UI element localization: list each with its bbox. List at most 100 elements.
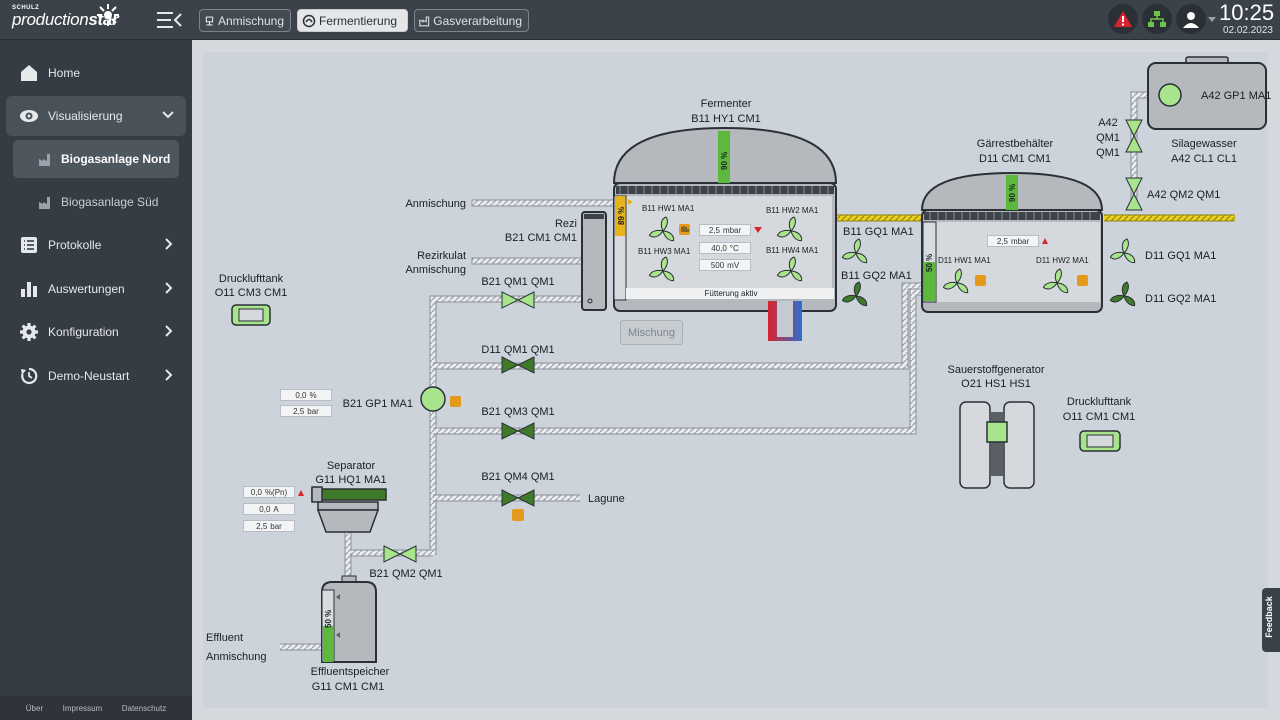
gaerrest-level-top: 90 % [1008, 184, 1017, 202]
anmischung-label: Anmischung [405, 198, 466, 210]
chevron-right-icon [165, 238, 173, 250]
sidebar-item-label: Konfiguration [48, 325, 119, 339]
valve-icon[interactable] [501, 489, 535, 507]
sidebar-item-demo-neustart[interactable]: Demo-Neustart [6, 356, 186, 396]
tab-label: Fermentierung [319, 13, 398, 28]
clock-date: 02.02.2023 [1222, 25, 1273, 36]
pump-b21-label: B21 GP1 MA1 [343, 398, 413, 410]
sauerstoff-label: Sauerstoffgenerator [947, 364, 1044, 376]
tab-gasverarbeitung[interactable]: Gasverarbeitung [414, 9, 529, 32]
tab-label: Anmischung [217, 13, 284, 28]
druckluft-left-id: O11 CM3 CM1 [215, 287, 288, 299]
tab-anmischung[interactable]: Anmischung [199, 9, 291, 32]
valve-label-b21-qm3: B21 QM3 QM1 [481, 406, 554, 418]
feedback-tab[interactable]: Feedback [1262, 588, 1280, 652]
effluentspeicher-label: Effluentspeicher [311, 666, 390, 678]
sauerstoff-id: O21 HS1 HS1 [961, 378, 1031, 390]
silage-title: Silagewasser [1171, 138, 1237, 150]
sidebar: Home Visualisierung Biogasanlage Nord Bi… [0, 40, 192, 720]
druckluft-right-id: O11 CM1 CM1 [1063, 411, 1136, 423]
valve-label-a42-qm2: A42 QM2 QM1 [1147, 189, 1220, 201]
separator-label: Separator [327, 460, 376, 472]
gaerrest-id: D11 CM1 CM1 [979, 153, 1051, 165]
user-icon [1183, 12, 1199, 28]
fermenter-temp-readout: 40,0°C [699, 242, 751, 254]
valve-label-b21-qm2: B21 QM2 QM1 [369, 568, 442, 580]
valve-icon[interactable] [1125, 177, 1143, 211]
fan-label-d11-gq2: D11 GQ2 MA1 [1145, 293, 1216, 305]
chevron-down-icon[interactable] [1208, 17, 1216, 22]
valve-label-a42-qm1-l2: QM1 [1096, 132, 1120, 144]
separator[interactable] [311, 486, 387, 533]
brand-small: SCHULZ [12, 5, 40, 11]
menu-collapse-icon[interactable] [156, 10, 182, 30]
hand-icon[interactable] [679, 224, 690, 235]
warning-icon [1114, 11, 1132, 27]
alarm-button[interactable] [1108, 4, 1138, 34]
hand-icon[interactable] [975, 275, 1088, 286]
lagune-label: Lagune [588, 493, 625, 505]
valve-label-a42-qm1-l1: A42 [1098, 117, 1118, 129]
pipe-rezirkulat [471, 257, 583, 265]
rezirkulat-label-2: Anmischung [405, 264, 466, 276]
footer-link-ueber[interactable]: Über [25, 703, 44, 713]
sidebar-item-label: Auswertungen [48, 282, 125, 296]
footer-link-datenschutz[interactable]: Datenschutz [121, 703, 167, 713]
top-bar: SCHULZ productionstar Anmischung Ferment… [0, 0, 1280, 40]
fermenter-status: Fütterung aktiv [705, 289, 758, 298]
effluent-label-2: Anmischung [206, 651, 267, 663]
network-icon [1148, 11, 1166, 27]
valve-icon[interactable] [501, 291, 535, 309]
sidebar-subitem-sued[interactable]: Biogasanlage Süd [13, 183, 179, 221]
sidebar-item-label: Demo-Neustart [48, 369, 130, 383]
sidebar-subitem-nord[interactable]: Biogasanlage Nord [13, 140, 179, 178]
tab-fermentierung[interactable]: Fermentierung [297, 9, 408, 32]
gaerrest-level-side: 50 % [925, 254, 934, 272]
chevron-right-icon [165, 369, 173, 381]
druckluft-right-label: Drucklufttank [1067, 396, 1132, 408]
silage-pump-label: A42 GP1 MA1 [1201, 90, 1271, 102]
hand-icon[interactable] [450, 396, 461, 407]
effluent-tank[interactable] [321, 575, 377, 663]
gaerrest-title: Gärrestbehälter [977, 138, 1054, 150]
hand-icon[interactable] [512, 509, 524, 521]
header-icons [1108, 4, 1206, 34]
chevron-right-icon [165, 325, 173, 337]
network-button[interactable] [1142, 4, 1172, 34]
chevron-right-icon [165, 282, 173, 294]
separator-pn-readout: 0,0%(Pn) [243, 486, 295, 498]
trend-up-icon [1042, 238, 1048, 244]
footer-link-impressum[interactable]: Impressum [62, 703, 103, 713]
valve-icon[interactable] [501, 356, 535, 374]
pump-b21[interactable] [420, 386, 446, 412]
valve-label-d11-qm1: D11 QM1 QM1 [481, 344, 554, 356]
sidebar-footer: Über Impressum Datenschutz [0, 696, 192, 720]
clock: 10:25 02.02.2023 [1219, 1, 1274, 37]
valve-label-b21-qm4: B21 QM4 QM1 [481, 471, 554, 483]
fermenter-level-left-text: 89 % [617, 207, 626, 225]
valve-icon[interactable] [501, 422, 535, 440]
valve-label-b21-qm1: B21 QM1 QM1 [481, 276, 554, 288]
sidebar-item-auswertungen[interactable]: Auswertungen [6, 269, 186, 309]
silage-tank[interactable] [1147, 56, 1267, 130]
valve-icon[interactable] [383, 545, 417, 563]
sidebar-item-konfiguration[interactable]: Konfiguration [6, 312, 186, 352]
rezi-tank[interactable] [581, 211, 607, 311]
mischung-button[interactable]: Mischung [620, 320, 683, 345]
sidebar-item-home[interactable]: Home [6, 53, 186, 93]
valve-icon[interactable] [1125, 119, 1143, 153]
fermenter-title: Fermenter [701, 98, 752, 110]
sidebar-item-protokolle[interactable]: Protokolle [6, 225, 186, 265]
user-button[interactable] [1176, 4, 1206, 34]
compressed-air-tank-left[interactable] [231, 304, 271, 326]
tab-label: Gasverarbeitung [433, 13, 522, 28]
sidebar-item-visualisierung[interactable]: Visualisierung [6, 96, 186, 136]
chevron-down-icon [162, 111, 174, 119]
compressed-air-tank-right[interactable] [1079, 430, 1121, 452]
sidebar-subitem-label: Biogasanlage Süd [61, 195, 159, 209]
oxygen-generator[interactable] [959, 401, 1035, 489]
valve-label-a42-qm1-l3: QM1 [1096, 147, 1120, 159]
sidebar-subitem-label: Biogasanlage Nord [61, 152, 171, 166]
sidebar-item-label: Home [48, 66, 81, 80]
